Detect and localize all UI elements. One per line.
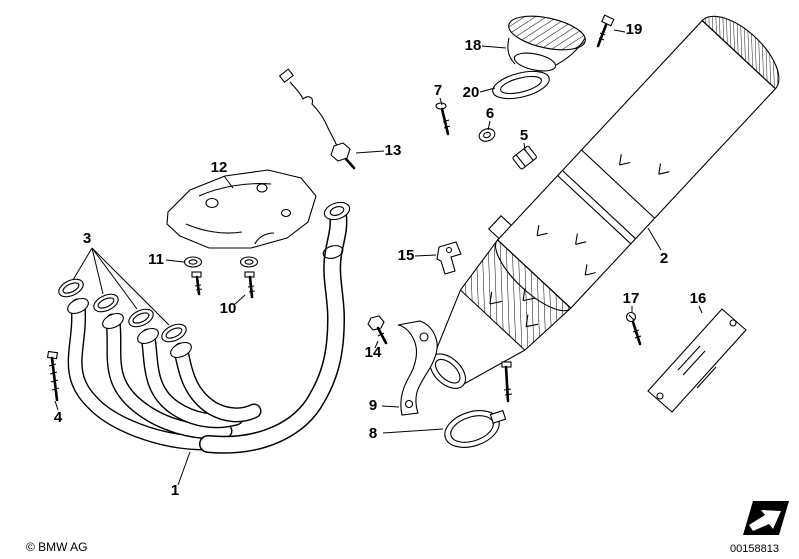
screw-part-19	[596, 14, 615, 48]
bracket-part-15	[436, 241, 462, 275]
part-label-4: 4	[54, 409, 63, 426]
manifold-gaskets-part-3	[58, 278, 187, 343]
part-label-14: 14	[365, 344, 382, 361]
part-label-10: 10	[220, 300, 237, 317]
diagram-number: 00158813	[730, 543, 779, 555]
band-clamp-part-16	[647, 308, 747, 413]
part-callouts: 1 2 3 4 5 6 7 8 9 10 11 12 13 14 15 16 1…	[54, 21, 707, 499]
part-label-3: 3	[83, 230, 91, 247]
part-label-7: 7	[434, 82, 442, 99]
screw-part-7	[435, 102, 451, 136]
muffler-part-2	[429, 15, 780, 389]
grommet-part-6	[478, 128, 496, 142]
part-label-19: 19	[626, 21, 643, 38]
copyright-text: © BMW AG	[26, 540, 88, 554]
washer-bolt-part-10	[239, 256, 259, 299]
bush-part-5	[512, 145, 537, 170]
exhaust-manifold-part-1	[67, 201, 351, 454]
intake-funnel-part-18	[507, 15, 586, 72]
part-label-8: 8	[369, 425, 377, 442]
part-label-6: 6	[486, 105, 494, 122]
holder-part-9	[397, 320, 438, 416]
heat-shield-part-12	[166, 169, 317, 249]
part-label-9: 9	[369, 397, 377, 414]
leader-lines	[54, 29, 703, 486]
part-label-18: 18	[465, 37, 482, 54]
part-label-17: 17	[623, 290, 640, 307]
part-label-5: 5	[520, 127, 528, 144]
clamp-screw	[501, 361, 513, 403]
screw-part-17	[625, 311, 642, 346]
screw-part-14	[367, 315, 388, 345]
part-label-1: 1	[171, 482, 179, 499]
gasket-part-20	[492, 70, 550, 100]
part-label-13: 13	[385, 142, 402, 159]
part-label-12: 12	[211, 159, 228, 176]
washer-bolt-part-11	[183, 256, 203, 296]
part-label-2: 2	[660, 250, 668, 267]
part-label-16: 16	[690, 290, 707, 307]
clamp-part-8	[444, 409, 507, 448]
part-label-15: 15	[398, 247, 415, 264]
part-label-11: 11	[148, 251, 164, 268]
stud-part-4	[47, 350, 60, 402]
page-arrow-icon	[737, 499, 789, 535]
part-label-20: 20	[463, 84, 480, 101]
oxygen-sensor-part-13	[278, 68, 356, 170]
